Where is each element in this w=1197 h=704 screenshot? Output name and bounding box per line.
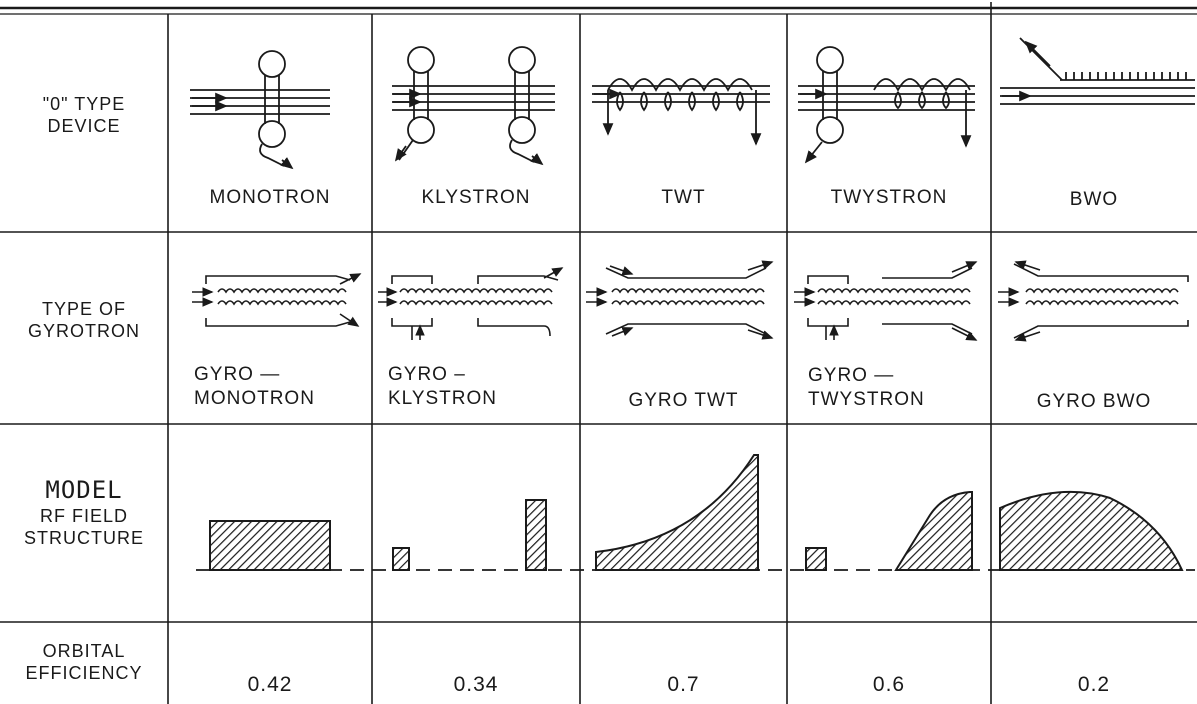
gyro-name-monotron-line2: MONOTRON [194,388,315,409]
device-name-klystron: KLYSTRON [421,187,531,208]
rf-field-profiles [196,454,1195,571]
row-header-o-type-line1: "0" TYPE [42,94,126,114]
row-header-gyrotron-line2: GYROTRON [27,321,140,341]
device-name-bwo: BWO [1069,189,1119,210]
gyro-klystron-sketch [378,267,564,340]
row-header-gyrotron: TYPE OF GYROTRON [0,298,168,342]
gyro-name-twystron: GYRO — TWYSTRON [808,364,925,412]
twt-field-profile [595,454,759,571]
gyro-name-monotron-line1: GYRO — [194,364,281,385]
monotron-field-profile [209,520,331,571]
row-header-orbital: ORBITAL EFFICIENCY [0,640,168,684]
gyro-name-twystron-line1: GYRO — [808,365,895,386]
twystron-field-profile-2 [894,491,973,571]
monotron-sketch [190,50,330,170]
row-header-orbital-line1: ORBITAL [42,641,126,661]
device-name-monotron: MONOTRON [209,187,331,208]
klystron-field-profile-2 [525,499,547,571]
efficiency-twt: 0.7 [667,673,700,696]
gyro-name-klystron-line1: GYRO – [388,364,466,385]
twt-sketch [592,78,770,146]
efficiency-klystron: 0.34 [453,673,499,696]
gyro-monotron-sketch [192,273,362,327]
gyro-name-twt: GYRO TWT [628,390,739,411]
efficiency-bwo: 0.2 [1077,673,1111,696]
gyro-name-twystron-line2: TWYSTRON [808,389,925,410]
gyro-name-klystron-line2: KLYSTRON [388,388,498,409]
twystron-field-profile-1 [805,547,827,571]
efficiency-twystron: 0.6 [872,673,906,696]
gyro-bwo-sketch [998,260,1189,342]
row-header-o-type-line2: DEVICE [47,116,121,136]
gyro-name-bwo: GYRO BWO [1036,391,1152,412]
klystron-field-profile-1 [392,547,410,571]
row-header-model-line1: MODEL [45,476,123,504]
bwo-field-profile [999,490,1184,571]
row-header-model: MODEL RF FIELD STRUCTURE [0,476,168,549]
row-header-orbital-line2: EFFICIENCY [25,663,143,683]
gyro-name-klystron: GYRO – KLYSTRON [388,363,497,411]
device-name-twt: TWT [661,187,706,208]
row-header-o-type: "0" TYPE DEVICE [0,93,168,137]
device-name-twystron: TWYSTRON [830,187,948,208]
efficiency-monotron: 0.42 [247,673,293,696]
bwo-sketch [1000,37,1195,105]
row-header-gyrotron-line1: TYPE OF [41,299,126,319]
twystron-sketch [798,46,975,164]
gyro-name-monotron: GYRO — MONOTRON [194,363,315,411]
row-header-model-line2: RF FIELD [39,506,128,526]
row-header-model-line3: STRUCTURE [24,528,144,548]
gyro-twt-sketch [586,260,774,340]
klystron-sketch [392,46,555,166]
gyro-twystron-sketch [794,261,978,341]
